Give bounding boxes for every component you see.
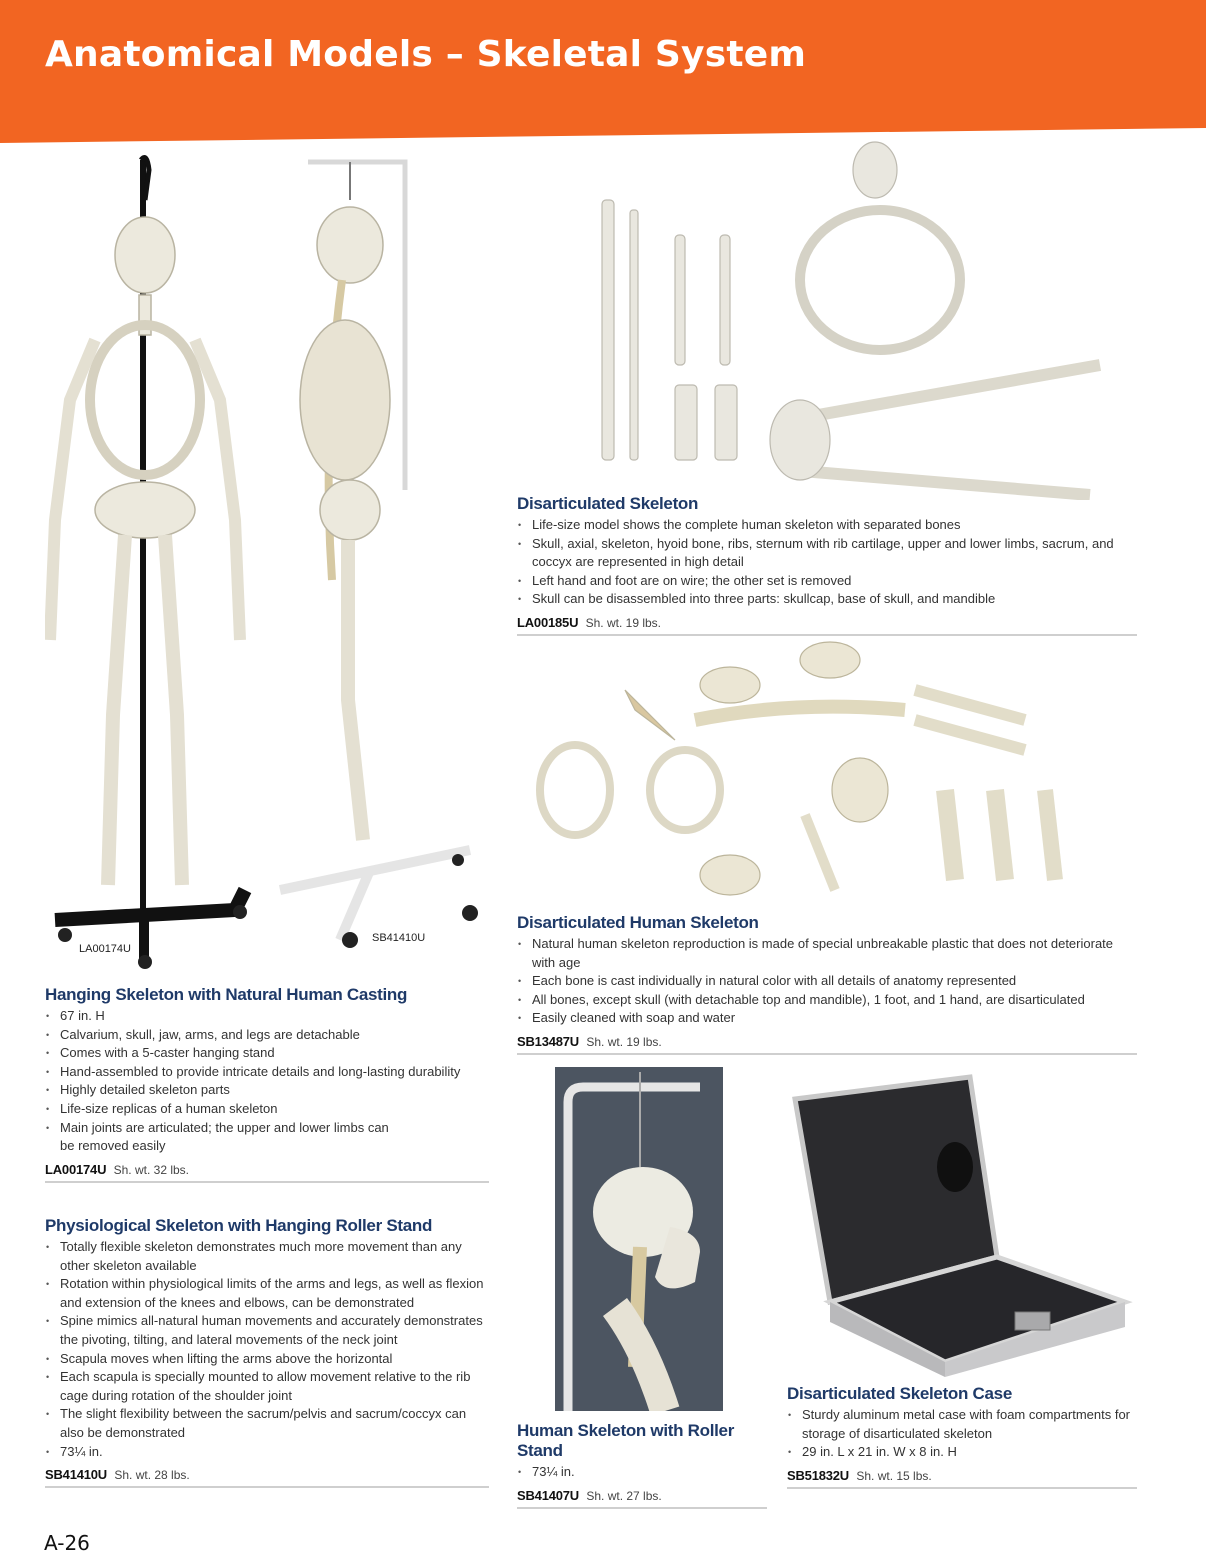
feature-item: Hand-assembled to provide intricate deta… bbox=[45, 1063, 489, 1082]
product-skeleton-case: Disarticulated Skeleton Case Sturdy alum… bbox=[787, 1384, 1137, 1489]
product-physiological-skeleton: Physiological Skeleton with Hanging Roll… bbox=[45, 1216, 489, 1489]
feature-item: Rotation within physiological limits of … bbox=[45, 1275, 489, 1312]
product-disarticulated-human-skeleton: Disarticulated Human Skeleton Natural hu… bbox=[517, 913, 1137, 1055]
sku-line: SB13487U Sh. wt. 19 lbs. bbox=[517, 1034, 1137, 1055]
disarticulated-human-skeleton-image bbox=[536, 641, 1063, 896]
feature-item: Life-size model shows the complete human… bbox=[517, 516, 1137, 535]
shipping-weight: Sh. wt. 28 lbs. bbox=[114, 1468, 190, 1483]
page-header-band: Anatomical Models – Skeletal System bbox=[0, 0, 1206, 143]
sku-line: SB41410U Sh. wt. 28 lbs. bbox=[45, 1467, 489, 1489]
feature-item: Sturdy aluminum metal case with foam com… bbox=[787, 1406, 1137, 1443]
hanging-skeleton-caption: LA00174U bbox=[79, 943, 131, 955]
shipping-weight: Sh. wt. 19 lbs. bbox=[585, 615, 661, 630]
page-number: A-26 bbox=[44, 1531, 90, 1555]
feature-item: Totally flexible skeleton demonstrates m… bbox=[45, 1238, 489, 1275]
product-title: Disarticulated Skeleton bbox=[517, 494, 699, 513]
sku: SB13487U bbox=[517, 1033, 579, 1049]
sku-line: LA00185U Sh. wt. 19 lbs. bbox=[517, 615, 1137, 636]
product-title: Physiological Skeleton with Hanging Roll… bbox=[45, 1216, 433, 1235]
feature-item: Comes with a 5-caster hanging stand bbox=[45, 1044, 489, 1063]
product-disarticulated-skeleton: Disarticulated Skeleton Life-size model … bbox=[517, 494, 1137, 636]
feature-list: Totally flexible skeleton demonstrates m… bbox=[45, 1238, 489, 1461]
feature-item: Each bone is cast individually in natura… bbox=[517, 972, 1137, 991]
feature-item: Life-size replicas of a human skeleton bbox=[45, 1100, 489, 1119]
product-human-skeleton-roller-stand: Human Skeleton with Roller Stand 73¼ in.… bbox=[517, 1421, 767, 1509]
feature-item: Scapula moves when lifting the arms abov… bbox=[45, 1350, 489, 1369]
feature-item: 29 in. L x 21 in. W x 8 in. H bbox=[787, 1443, 1137, 1462]
feature-item: Spine mimics all-natural human movements… bbox=[45, 1312, 489, 1349]
feature-item: Calvarium, skull, jaw, arms, and legs ar… bbox=[45, 1026, 489, 1045]
sku-line: SB51832U Sh. wt. 15 lbs. bbox=[787, 1468, 1137, 1489]
sku: LA00185U bbox=[517, 614, 579, 630]
feature-list: Sturdy aluminum metal case with foam com… bbox=[787, 1406, 1137, 1462]
feature-item: 73¼ in. bbox=[45, 1443, 489, 1462]
feature-list: Natural human skeleton reproduction is m… bbox=[517, 935, 1137, 1028]
sku: SB41410U bbox=[45, 1467, 107, 1483]
product-hanging-skeleton: Hanging Skeleton with Natural Human Cast… bbox=[45, 985, 489, 1183]
sku: LA00174U bbox=[45, 1161, 107, 1177]
feature-list: 73¼ in. bbox=[517, 1463, 767, 1482]
shipping-weight: Sh. wt. 27 lbs. bbox=[586, 1488, 662, 1503]
feature-item: Skull, axial, skeleton, hyoid bone, ribs… bbox=[517, 535, 1137, 572]
feature-item: Each scapula is specially mounted to all… bbox=[45, 1368, 489, 1405]
physiological-skeleton-caption: SB41410U bbox=[372, 932, 426, 944]
feature-item: 73¼ in. bbox=[517, 1463, 767, 1482]
physiological-skeleton-image bbox=[278, 159, 478, 948]
roller-stand-skeleton-image bbox=[555, 1067, 723, 1411]
feature-item: The slight flexibility between the sacru… bbox=[45, 1405, 489, 1442]
sku-line: LA00174U Sh. wt. 32 lbs. bbox=[45, 1162, 489, 1183]
product-title: Disarticulated Human Skeleton bbox=[517, 913, 759, 932]
shipping-weight: Sh. wt. 19 lbs. bbox=[586, 1034, 662, 1049]
feature-list: 67 in. H Calvarium, skull, jaw, arms, an… bbox=[45, 1007, 489, 1156]
product-title: Human Skeleton with Roller Stand bbox=[517, 1421, 735, 1460]
feature-item: Main joints are articulated; the upper a… bbox=[45, 1119, 489, 1156]
feature-item: 67 in. H bbox=[45, 1007, 489, 1026]
feature-item: Easily cleaned with soap and water bbox=[517, 1009, 1137, 1028]
feature-item: Left hand and foot are on wire; the othe… bbox=[517, 572, 1137, 591]
sku-line: SB41407U Sh. wt. 27 lbs. bbox=[517, 1488, 767, 1509]
product-title: Hanging Skeleton with Natural Human Cast… bbox=[45, 985, 408, 1004]
feature-item: All bones, except skull (with detachable… bbox=[517, 991, 1137, 1010]
hanging-skeleton-image bbox=[45, 155, 252, 969]
shipping-weight: Sh. wt. 15 lbs. bbox=[856, 1468, 932, 1483]
feature-item: Skull can be disassembled into three par… bbox=[517, 590, 1137, 609]
skeleton-case-image bbox=[792, 1074, 1133, 1377]
feature-item: Highly detailed skeleton parts bbox=[45, 1081, 489, 1100]
disarticulated-skeleton-image bbox=[601, 141, 1102, 500]
product-title: Disarticulated Skeleton Case bbox=[787, 1384, 1012, 1403]
page-title: Anatomical Models – Skeletal System bbox=[45, 34, 807, 75]
shipping-weight: Sh. wt. 32 lbs. bbox=[113, 1162, 189, 1177]
sku: SB51832U bbox=[787, 1467, 849, 1483]
feature-list: Life-size model shows the complete human… bbox=[517, 516, 1137, 609]
sku: SB41407U bbox=[517, 1487, 579, 1503]
feature-item: Natural human skeleton reproduction is m… bbox=[517, 935, 1137, 972]
